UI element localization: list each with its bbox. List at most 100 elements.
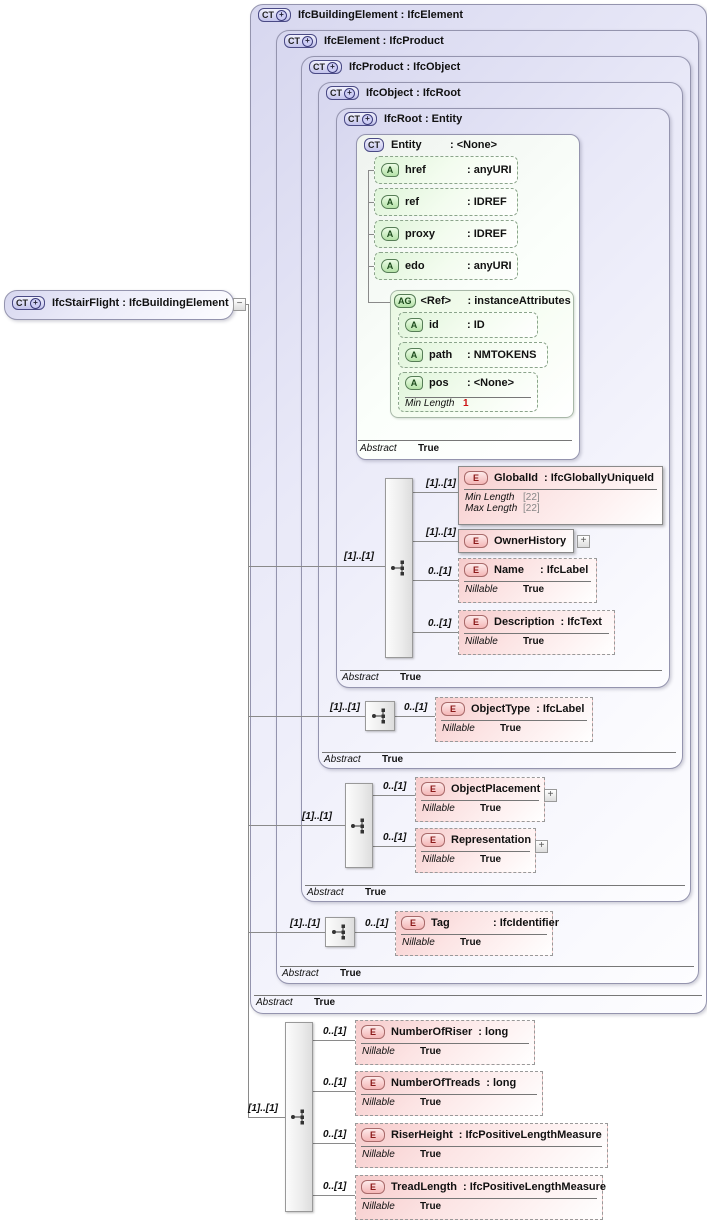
sequence-icon: [372, 708, 385, 724]
entity-name: Entity: [391, 139, 422, 151]
attr-name: id: [429, 319, 439, 331]
element-type: : IfcGloballyUniqueId: [544, 472, 655, 484]
facet-value: True: [480, 803, 502, 814]
facet-label: Nillable: [422, 854, 455, 865]
badge-label: CT: [288, 36, 300, 46]
cardinality-label: [1]..[1]: [302, 811, 332, 822]
element-header: E NumberOfTreads : long: [356, 1072, 542, 1094]
complextype-badge: CT+: [258, 8, 291, 22]
collapse-toggle[interactable]: −: [233, 298, 246, 311]
facet-value: True: [523, 584, 545, 595]
badge-label: CT: [368, 140, 380, 150]
attr-name: pos: [429, 377, 449, 389]
facet-value: True: [460, 937, 482, 948]
plus-icon: +: [30, 297, 41, 309]
entity-type: : <None>: [450, 139, 498, 151]
expand-toggle[interactable]: +: [544, 789, 557, 802]
element-name: Tag: [431, 917, 450, 929]
connector: [413, 541, 458, 542]
attr-name: edo: [405, 260, 425, 272]
element-badge: E: [421, 833, 445, 847]
cardinality-label: [1]..[1]: [426, 527, 456, 538]
element-type: : IfcIdentifier: [493, 917, 560, 929]
element-header: E Name : IfcLabel: [459, 559, 596, 581]
complextype-badge: CT+: [309, 60, 342, 74]
attrgroup-name: <Ref>: [420, 295, 452, 307]
expand-toggle[interactable]: +: [577, 535, 590, 548]
element-header: E NumberOfRiser : long: [356, 1021, 534, 1043]
divider: [280, 966, 694, 967]
element-name: ObjectType: [471, 703, 531, 715]
abstract-label: Abstract: [282, 968, 319, 979]
element-name: ObjectPlacement: [451, 783, 541, 795]
connector: [355, 932, 395, 933]
cardinality-label: 0..[1]: [323, 1129, 347, 1140]
header-entity: CT Entity : <None>: [364, 138, 497, 152]
abstract-label: Abstract: [324, 754, 361, 765]
connector: [395, 716, 435, 717]
attr-id: A id : ID: [398, 312, 538, 338]
attr-name: ref: [405, 196, 420, 208]
element-badge: E: [401, 916, 425, 930]
element-treadlength: E TreadLength : IfcPositiveLengthMeasure…: [355, 1175, 606, 1220]
element-name: Description: [494, 616, 555, 628]
connector: [249, 716, 365, 717]
attribute-badge: A: [381, 163, 399, 177]
element-header: E RiserHeight : IfcPositiveLengthMeasure: [356, 1124, 607, 1146]
box-title: IfcObject : IfcRoot: [366, 87, 461, 99]
attr-edo: A edo : anyURI: [374, 252, 518, 280]
box-title: IfcBuildingElement : IfcElement: [298, 9, 464, 21]
connector: [368, 266, 374, 267]
cardinality-label: 0..[1]: [383, 781, 407, 792]
connector: [368, 202, 374, 203]
attr-type: : <None>: [467, 377, 515, 389]
attribute-badge: A: [381, 227, 399, 241]
divider: [340, 670, 662, 671]
connector: [413, 492, 458, 493]
attr-name: proxy: [405, 228, 435, 240]
element-badge: E: [464, 471, 488, 485]
plus-icon: +: [327, 61, 338, 73]
expand-toggle[interactable]: +: [535, 840, 548, 853]
header-ifcstairflight: CT+ IfcStairFlight : IfcBuildingElement: [12, 296, 229, 310]
element-name: NumberOfRiser: [391, 1026, 473, 1038]
facet-label: Nillable: [362, 1201, 395, 1212]
attribute-badge: A: [381, 195, 399, 209]
abstract-label: Abstract: [307, 887, 344, 898]
element-name: Representation: [451, 834, 532, 846]
box-title: IfcProduct : IfcObject: [349, 61, 461, 73]
attribute-badge: A: [381, 259, 399, 273]
element-type: : IfcLabel: [536, 703, 585, 715]
connector: [368, 302, 390, 303]
badge-label: CT: [16, 298, 28, 308]
facet-label: Nillable: [442, 723, 475, 734]
element-header: E Description : IfcText: [459, 611, 614, 633]
connector: [249, 825, 345, 826]
element-badge: E: [361, 1128, 385, 1142]
cardinality-label: 0..[1]: [323, 1026, 347, 1037]
header-ifcelement: CT+ IfcElement : IfcProduct: [284, 34, 444, 48]
connector: [246, 304, 249, 305]
element-name: RiserHeight: [391, 1129, 453, 1141]
attribute-badge: A: [405, 318, 423, 332]
attribute-badge: A: [405, 376, 423, 390]
connector: [373, 795, 415, 796]
connector: [249, 932, 325, 933]
element-name: GlobalId: [494, 472, 538, 484]
badge-label: CT: [330, 88, 342, 98]
element-header: E ObjectType : IfcLabel: [436, 698, 592, 720]
attrgroup-header: AG <Ref> : instanceAttributes: [394, 294, 571, 308]
facets: Min Length[22] Max Length[22]: [464, 489, 657, 516]
element-badge: E: [361, 1025, 385, 1039]
element-name: OwnerHistory: [494, 535, 567, 547]
